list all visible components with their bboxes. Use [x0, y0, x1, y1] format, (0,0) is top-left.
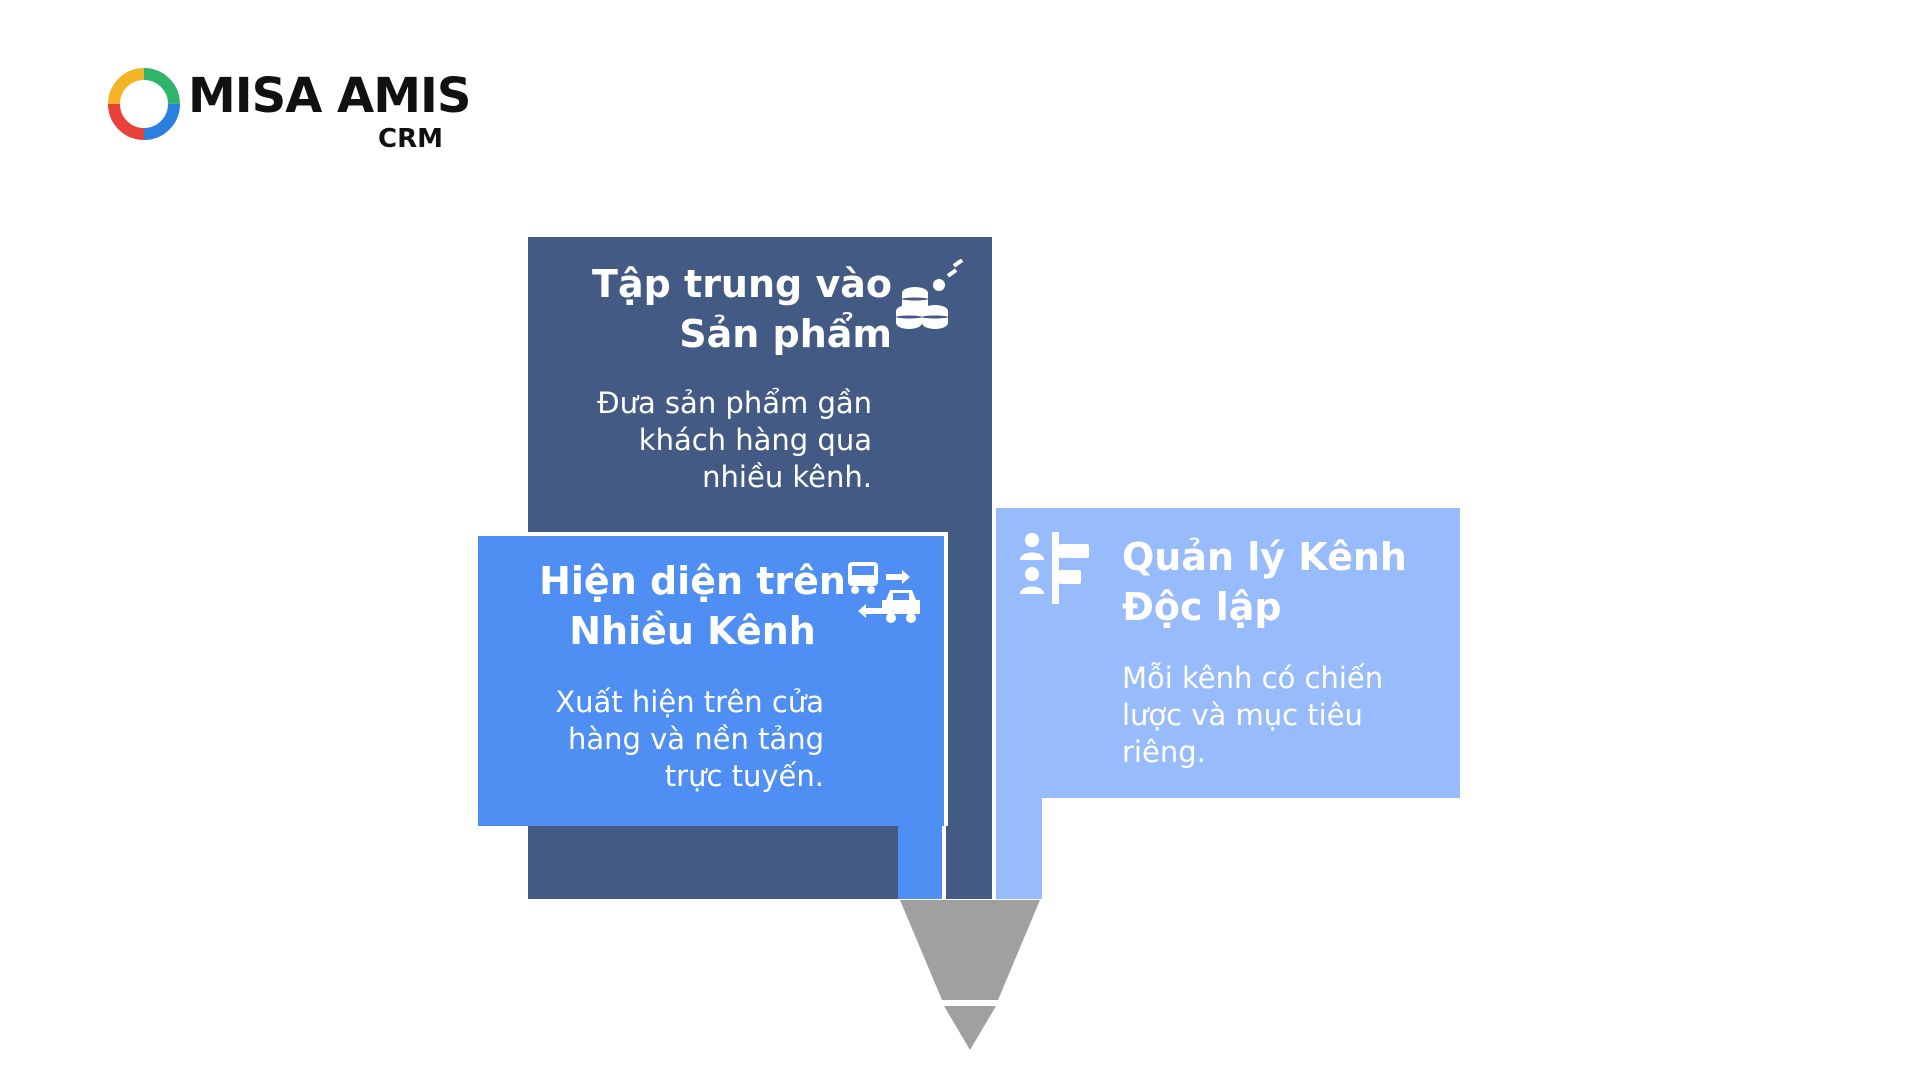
funnel-upper-segment [900, 900, 1040, 1000]
panel-multichannel-title: Hiện diện trên Nhiều Kênh [539, 556, 846, 656]
funnel-tip [900, 900, 1040, 1050]
brand-logo: MISA AMIS CRM [108, 62, 471, 162]
panel-multichannel-title-line-2: Nhiều Kênh [569, 609, 816, 653]
panel-independent-desc-line-1: Mỗi kênh có chiến [1122, 661, 1384, 695]
panel-product-title-line-1: Tập trung vào [592, 262, 892, 306]
funnel-lower-segment [944, 1006, 996, 1050]
logo-brand-text: MISA AMIS [188, 68, 471, 124]
panel-multichannel-title-line-1: Hiện diện trên [539, 559, 846, 603]
panel-independent-description: Mỗi kênh có chiến lược và mục tiêu riêng… [1122, 660, 1383, 771]
panel-multichannel-presence: Hiện diện trên Nhiều Kênh Xuất hiện trên… [478, 532, 948, 826]
panel-independent-desc-line-2: lược và mục tiêu [1122, 698, 1363, 732]
panel-product-description: Đưa sản phẩm gần khách hàng qua nhiều kê… [597, 385, 872, 496]
panel-independent-stem [996, 798, 1042, 899]
panel-independent-title-line-2: Độc lập [1122, 585, 1282, 629]
misa-amis-logo-icon [108, 68, 180, 140]
coins-icon [896, 259, 964, 329]
panel-multichannel-desc-line-2: hàng và nền tảng [567, 722, 824, 756]
panel-multichannel-description: Xuất hiện trên cửa hàng và nền tảng trực… [555, 684, 824, 795]
panel-independent-desc-line-3: riêng. [1122, 735, 1206, 769]
vehicles-route-icon [848, 562, 920, 623]
panel-multichannel-desc-line-1: Xuất hiện trên cửa [555, 685, 824, 719]
panel-independent-management: Quản lý Kênh Độc lập Mỗi kênh có chiến l… [996, 508, 1460, 798]
panel-product-desc-line-1: Đưa sản phẩm gần [597, 386, 872, 420]
panel-independent-title-line-1: Quản lý Kênh [1122, 535, 1407, 579]
panel-independent-title: Quản lý Kênh Độc lập [1122, 532, 1407, 632]
panel-product-title: Tập trung vào Sản phẩm [592, 259, 892, 359]
people-signpost-icon [1020, 532, 1089, 604]
panel-product-desc-line-2: khách hàng qua [638, 423, 872, 457]
panel-product-desc-line-3: nhiều kênh. [702, 460, 872, 494]
panel-multichannel-stem [898, 822, 946, 899]
panel-product-title-line-2: Sản phẩm [679, 312, 892, 356]
logo-product-text: CRM [378, 124, 443, 154]
panel-multichannel-desc-line-3: trực tuyến. [664, 759, 824, 793]
